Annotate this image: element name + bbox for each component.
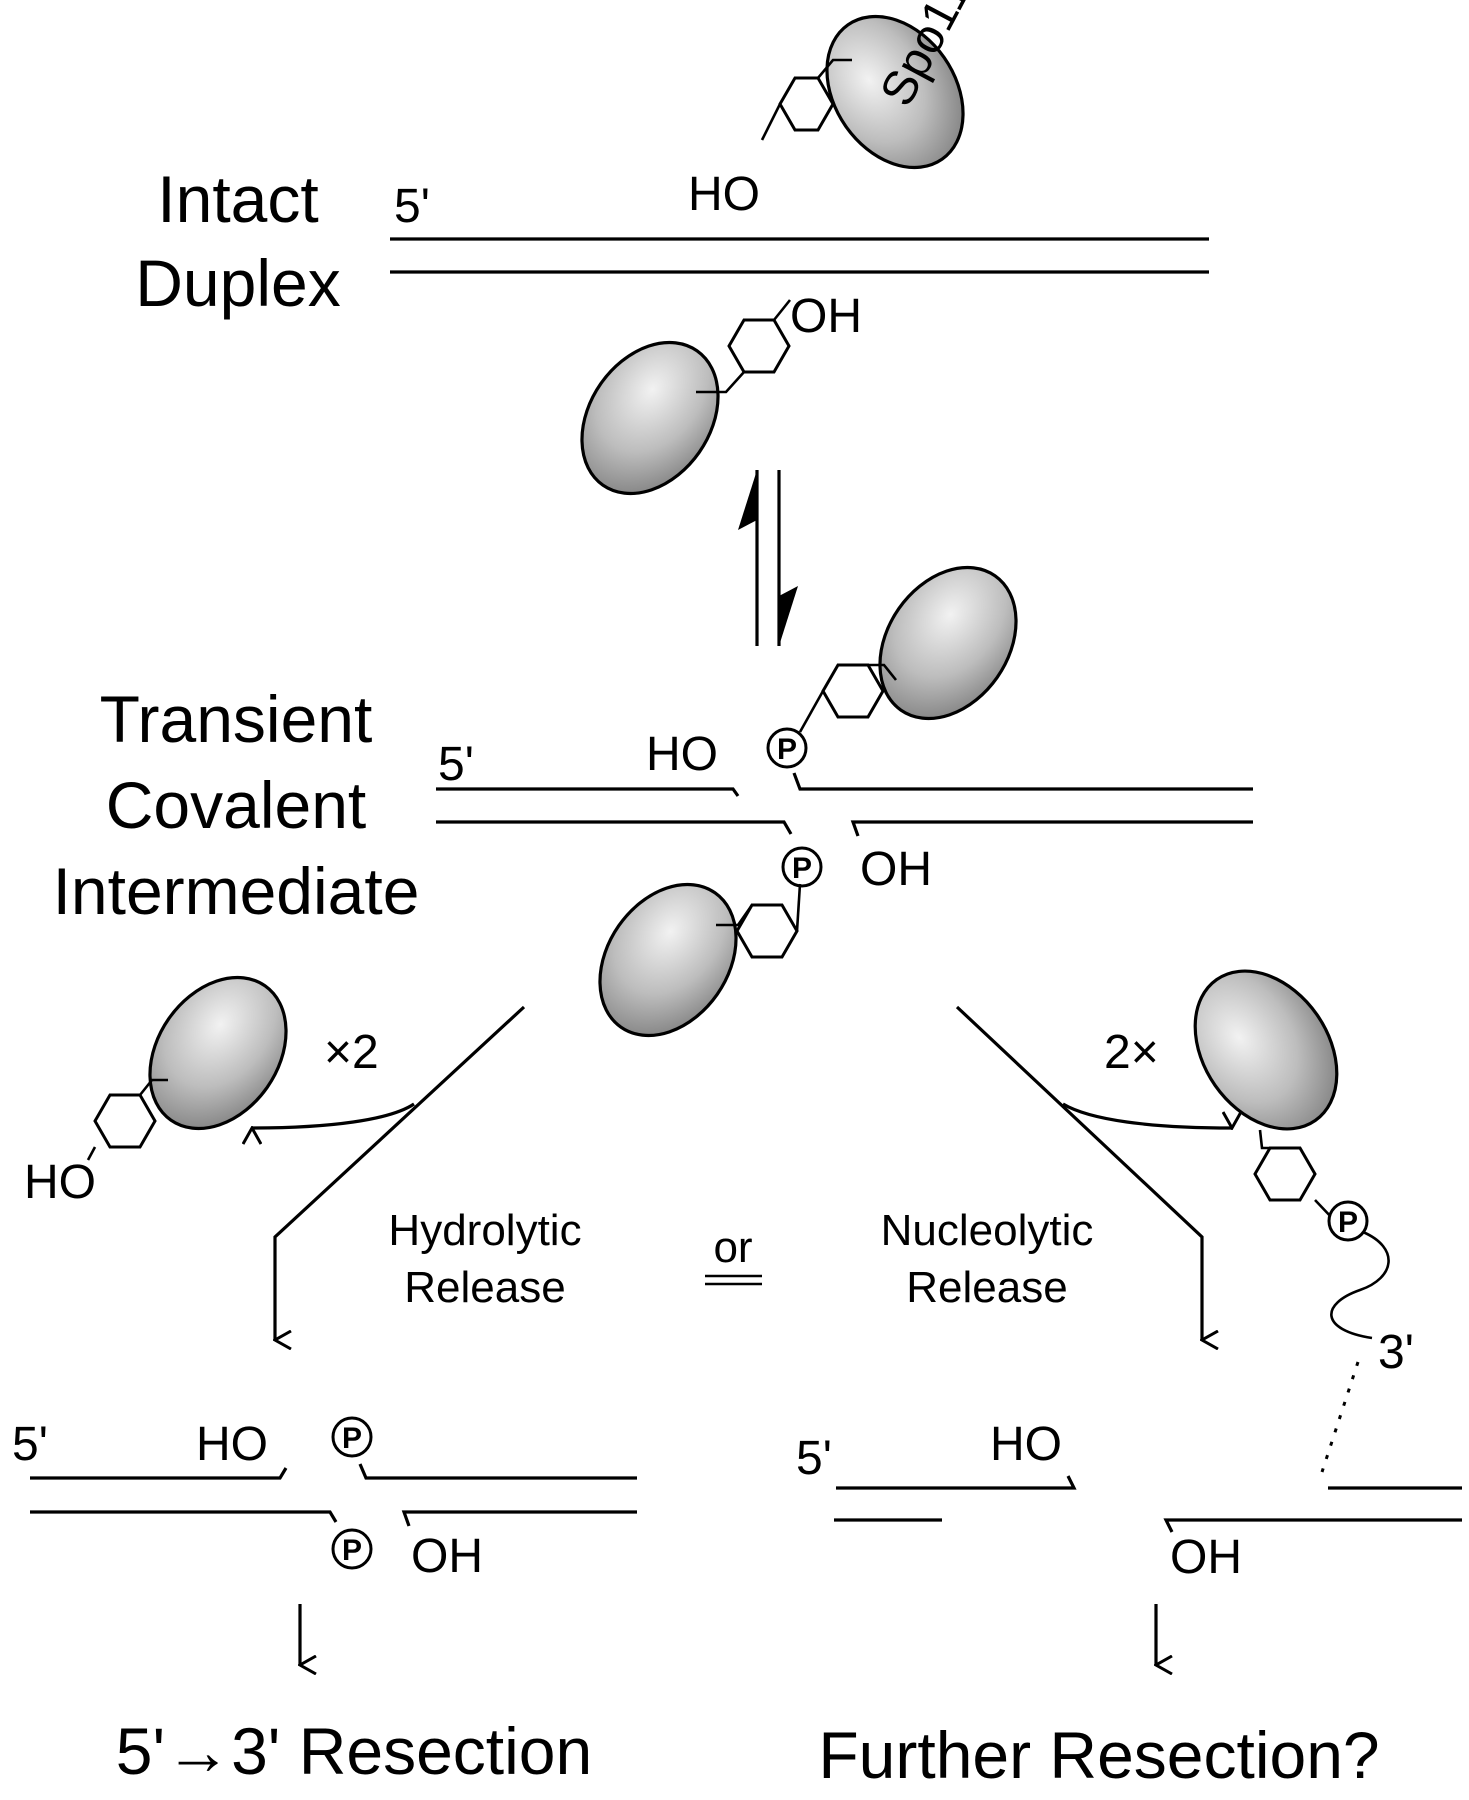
phenol-ring — [727, 318, 791, 374]
spo11-protein — [825, 14, 965, 170]
nucleolytic-product-duplex: 5' HO OH — [796, 1418, 1462, 1584]
phosphate-top — [331, 1416, 373, 1458]
five-prime-label: 5' — [796, 1432, 832, 1485]
dna-top-strand-left — [436, 787, 740, 797]
ho-group: HO — [688, 168, 760, 221]
release-arrow-left — [252, 1102, 415, 1128]
phenol-ring — [778, 76, 835, 132]
release-arrow-right — [1062, 1102, 1232, 1128]
dna-bottom-strand-left — [30, 1510, 338, 1523]
times-two-right: 2× — [1104, 1026, 1159, 1079]
phosphate — [1327, 1200, 1369, 1242]
dna-bottom-strand-left — [436, 820, 793, 835]
or-label: or — [713, 1223, 752, 1272]
phosphate-label: P — [342, 1422, 362, 1455]
phosphate-label: P — [792, 852, 812, 885]
ho-group: HO — [196, 1418, 268, 1471]
phosphate-label: P — [777, 733, 797, 766]
times-two-left: ×2 — [324, 1026, 379, 1079]
oh-group: OH — [860, 843, 932, 896]
covalent-intermediate-duplex: 5' HO OH P P — [436, 727, 1253, 896]
spo11-protein — [1193, 969, 1339, 1131]
intact-label-line2: Duplex — [135, 246, 340, 320]
oh-group: OH — [411, 1530, 483, 1583]
transient-label-line2: Covalent — [106, 768, 367, 842]
oligonucleotide — [1330, 1230, 1390, 1340]
oh-group: OH — [790, 290, 862, 343]
ho-group: HO — [646, 728, 718, 781]
phenol-ring — [93, 1093, 157, 1149]
phosphate-top — [766, 727, 808, 769]
hydrolytic-label-line1: Hydrolytic — [388, 1206, 581, 1255]
dna-top-strand-left — [836, 1475, 1077, 1490]
outcome-right: Further Resection? — [818, 1718, 1379, 1792]
phenol-ring — [821, 663, 885, 719]
equilibrium-arrows — [738, 470, 798, 646]
released-spo11-left: HO — [24, 975, 288, 1209]
transient-label-line1: Transient — [100, 682, 373, 756]
hydrolytic-product-duplex: 5' HO OH P P — [12, 1416, 637, 1583]
phosphate-bottom — [331, 1528, 373, 1570]
spo11-below-duplex: OH — [580, 290, 862, 496]
nucleolytic-label-line2: Release — [906, 1263, 1067, 1312]
oh-group: OH — [1170, 1531, 1242, 1584]
hydrolytic-branch — [252, 1005, 526, 1340]
spo11-covalent-lower — [598, 882, 802, 1038]
dna-top-strand-right — [358, 1463, 637, 1480]
ho-group: HO — [990, 1418, 1062, 1471]
spo11-covalent-upper — [798, 565, 1018, 733]
spo11-top: Spo11 HO — [688, 0, 981, 221]
tyrosine-linker — [817, 58, 852, 79]
spo11-protein — [598, 882, 738, 1038]
phenol-ring — [735, 903, 799, 959]
intact-label-line1: Intact — [157, 162, 318, 236]
nucleolytic-branch — [955, 1005, 1232, 1340]
phosphate-bottom — [781, 846, 823, 888]
phenol-ring — [1253, 1146, 1317, 1202]
dna-bottom-strand-right — [1163, 1518, 1462, 1533]
spo11-protein — [580, 340, 720, 496]
hydrolytic-arrow — [275, 1005, 526, 1340]
intact-duplex: 5' — [390, 180, 1209, 274]
spo11-protein — [148, 975, 288, 1131]
spo11-protein — [878, 565, 1018, 721]
five-prime-label: 5' — [12, 1418, 48, 1471]
dna-top-strand-left — [30, 1467, 288, 1480]
dna-top-strand-right — [792, 772, 1253, 791]
transient-label-line3: Intermediate — [53, 854, 420, 928]
dna-bottom-strand-right — [850, 820, 1253, 837]
nucleolytic-arrow — [955, 1005, 1202, 1340]
five-prime-label: 5' — [438, 738, 474, 791]
phosphate-label: P — [1338, 1206, 1358, 1239]
ho-group: HO — [24, 1156, 96, 1209]
phosphate-label: P — [342, 1534, 362, 1567]
released-spo11-right: P 3' — [1193, 969, 1414, 1473]
five-prime-label: 5' — [394, 180, 430, 233]
hydrolytic-label-line2: Release — [404, 1263, 565, 1312]
dna-bottom-strand-right — [401, 1510, 637, 1527]
nucleolytic-label-line1: Nucleolytic — [881, 1206, 1094, 1255]
outcome-left: 5'→3' Resection — [116, 1714, 592, 1788]
dotted-connection — [1320, 1361, 1360, 1473]
three-prime-label: 3' — [1378, 1326, 1414, 1379]
